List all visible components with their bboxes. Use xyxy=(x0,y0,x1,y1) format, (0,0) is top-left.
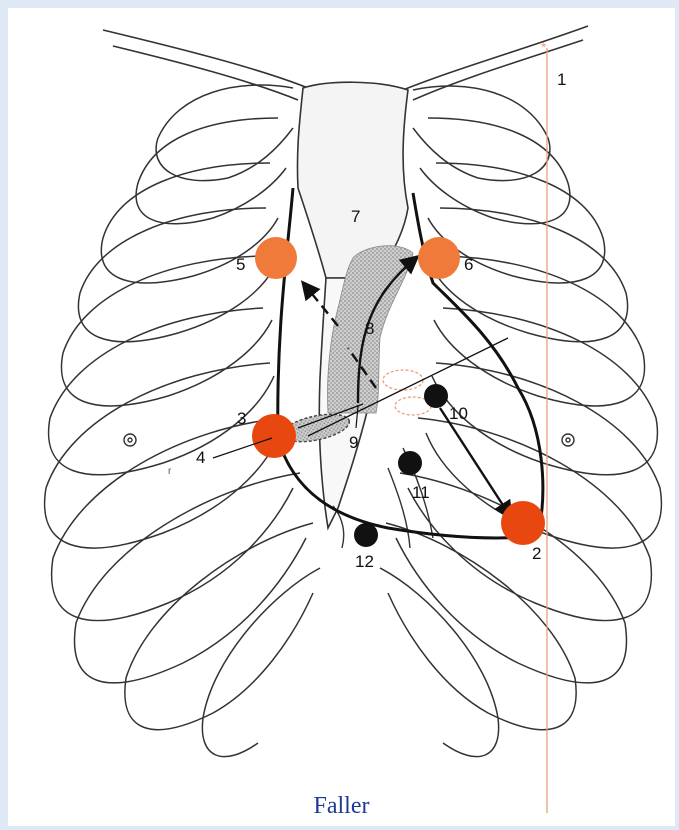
thorax-diagram: * 1 2 3 4 5 6 7 8 9 10 11 12 r xyxy=(8,8,675,826)
marker-10 xyxy=(424,384,448,408)
diagram-frame: * 1 2 3 4 5 6 7 8 9 10 11 12 r Faller xyxy=(8,8,675,826)
point-2 xyxy=(501,501,545,545)
label-5: 5 xyxy=(236,255,245,274)
label-10: 10 xyxy=(449,404,468,423)
midclavicular-star: * xyxy=(541,39,547,55)
label-3: 3 xyxy=(237,409,246,428)
caption: Faller xyxy=(8,793,675,820)
point-6 xyxy=(418,237,460,279)
label-7: 7 xyxy=(351,207,360,226)
label-12: 12 xyxy=(355,552,374,571)
ribs-right xyxy=(380,86,661,757)
valve-outlines xyxy=(383,370,431,415)
point-5 xyxy=(255,237,297,279)
label-2: 2 xyxy=(532,544,541,563)
label-11: 11 xyxy=(412,483,430,502)
label-8: 8 xyxy=(365,319,374,338)
point-3 xyxy=(252,414,296,458)
label-4: 4 xyxy=(196,448,205,467)
label-9: 9 xyxy=(349,433,358,452)
marker-11 xyxy=(398,451,422,475)
label-1: 1 xyxy=(557,70,566,89)
small-r-mark: r xyxy=(168,466,172,477)
mitral-arrow xyxy=(440,408,510,516)
label-6: 6 xyxy=(464,255,473,274)
marker-12 xyxy=(354,523,378,547)
